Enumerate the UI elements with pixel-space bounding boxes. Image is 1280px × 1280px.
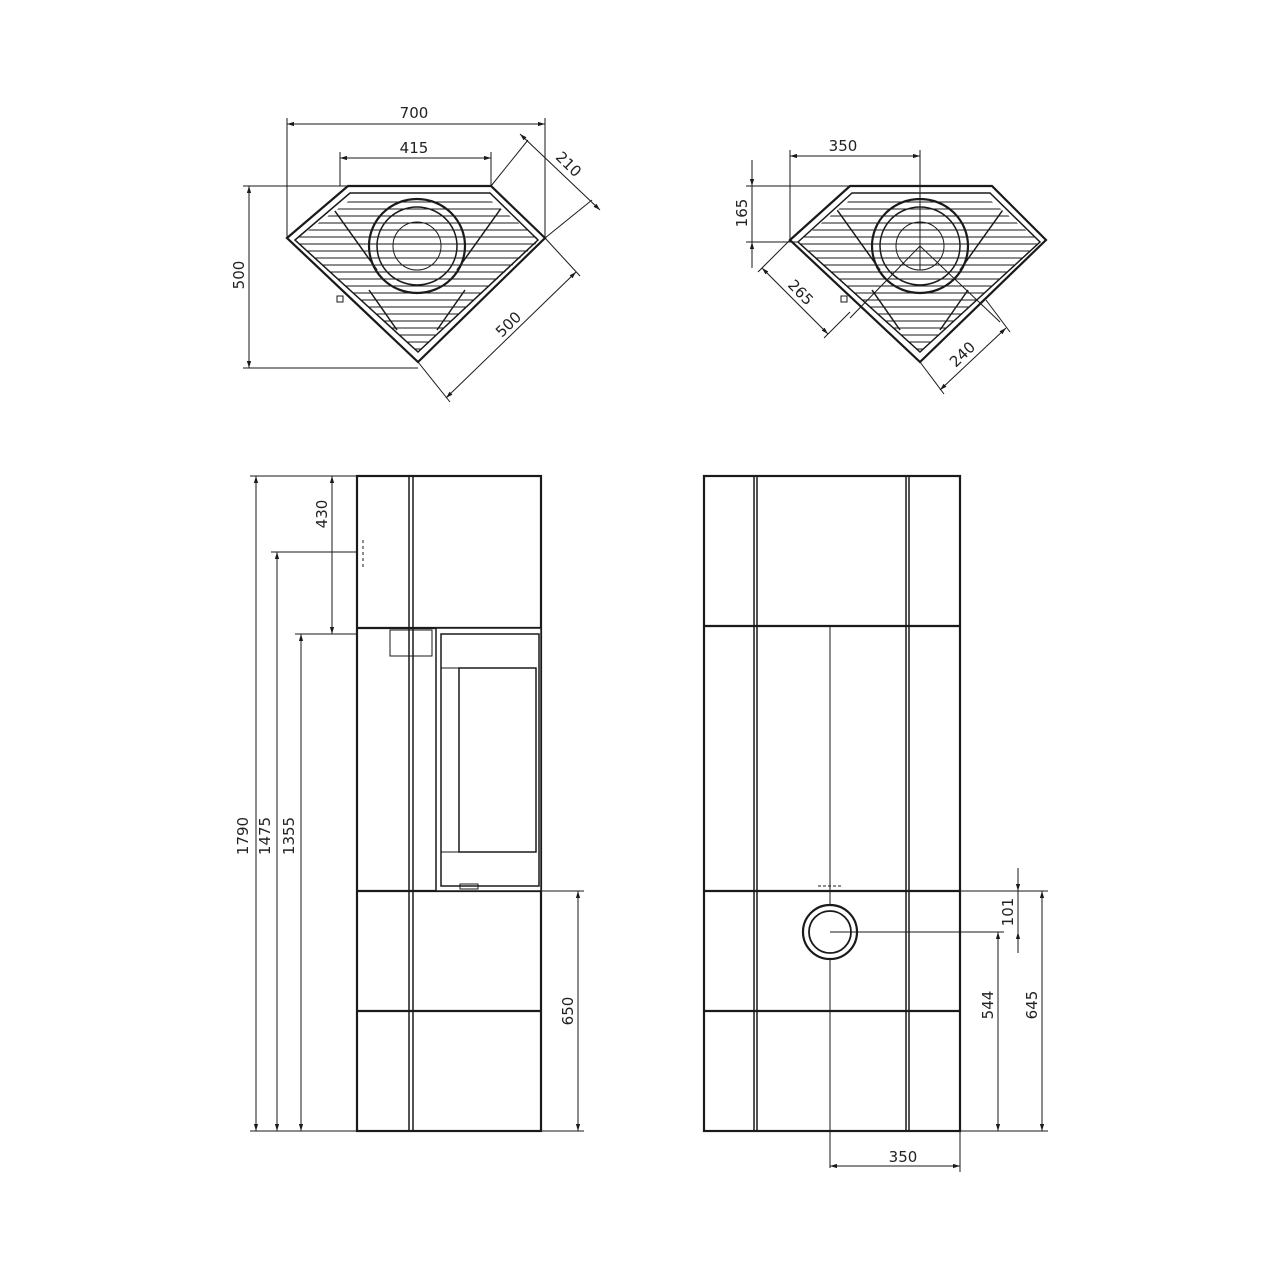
stove-body [702,474,962,1133]
grate-frame-bar [871,289,901,331]
stove-inner-outline [293,192,540,354]
control-panel [389,629,433,657]
top-left-plan-view: 700 415 210 500 500 [230,104,601,403]
stove-outline [285,184,547,364]
knob [336,295,344,303]
grate-frame-bar [829,200,881,271]
dim-101-label: 101 [999,898,1017,927]
ext-line [757,239,791,273]
ext-line [823,311,851,339]
dim-1475-label: 1475 [256,817,274,855]
grate-frame-bar [326,200,378,271]
knob [840,295,848,303]
grate-frame-bar [939,289,969,331]
top-right-plan-view: 350 165 265 240 [733,137,1048,395]
ext-line [417,361,451,403]
dim-415-label: 415 [400,139,429,157]
dim-165-label: 165 [733,199,751,228]
ext-line [544,237,581,277]
burner-center [392,221,442,271]
grate-frame-bar [959,200,1011,271]
burner-ring-inner [376,206,458,286]
grate-frame-bar [456,200,508,271]
dim-240-label: 240 [946,338,979,371]
dim-350-bottom-label: 350 [889,1148,918,1166]
dim-210-label: 210 [552,148,585,181]
stove-outline [788,184,1048,364]
side-elevation-view: 1790 1475 1355 430 650 [234,474,584,1133]
door-frame [435,627,542,892]
dim-544-label: 544 [979,991,997,1020]
grate-frame-bar [436,289,466,331]
dim-700-label: 700 [400,104,429,122]
ext-line [490,139,529,187]
dim-430-label: 430 [313,500,331,529]
door-cutout [436,628,541,891]
rear-elevation-view: 101 544 645 350 [702,474,1048,1172]
dim-500-vertical-label: 500 [230,261,248,290]
center-line [919,245,1001,323]
dim-265-label: 265 [784,276,817,309]
grate-frame-bar [368,289,398,331]
dim-1790-label: 1790 [234,817,252,855]
dim-line-240 [939,327,1007,391]
dim-line-210 [519,133,601,211]
dim-line-500-diagonal [445,271,577,399]
dim-650-label: 650 [559,997,577,1026]
ext-line [544,199,593,239]
ext-line [919,361,945,395]
door-glass [458,667,537,853]
dim-line-265 [761,267,829,335]
dim-350-top-label: 350 [829,137,858,155]
burner-ring [367,197,467,295]
door-handle [459,883,479,890]
door-frame-inner [440,633,540,887]
center-line [849,245,921,319]
stove-inner-outline [796,192,1042,354]
dim-500-diagonal-label: 500 [492,308,525,341]
dim-1355-label: 1355 [280,817,298,855]
dim-645-label: 645 [1023,991,1041,1020]
ext-line [985,299,1011,333]
